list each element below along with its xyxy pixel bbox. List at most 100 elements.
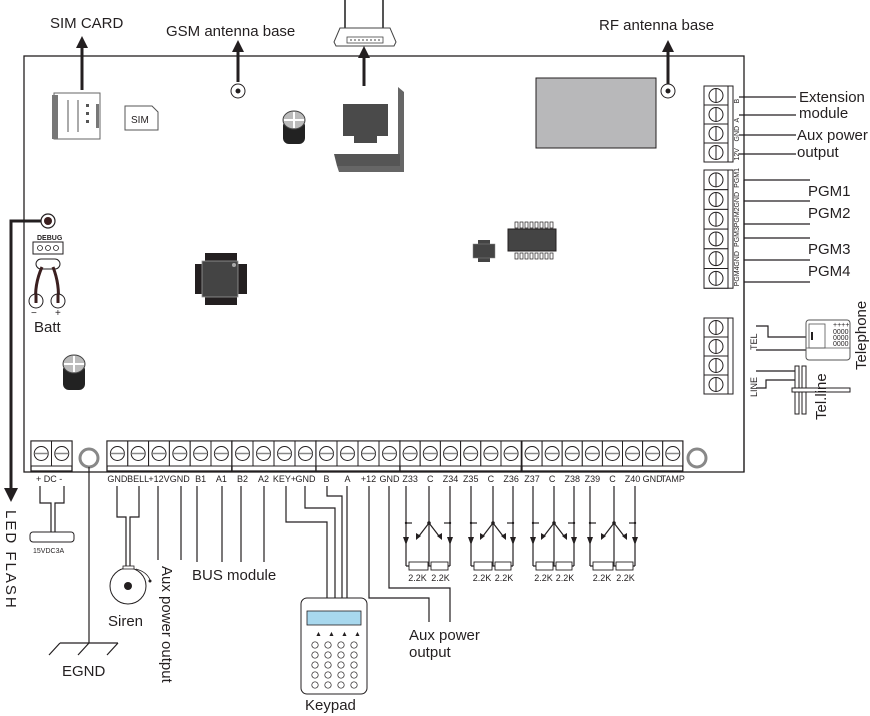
tel-line-icon [791, 365, 851, 415]
capacitor-icon [62, 354, 86, 390]
resistor-label: 2.2K [593, 573, 612, 583]
router-arrow-head [358, 46, 370, 58]
led-flash-wire [9, 219, 41, 490]
terminal-label: B [323, 474, 329, 484]
terminal-label: A [734, 118, 741, 123]
terminal-label: Z33 [402, 474, 418, 484]
svg-text:▲: ▲ [341, 631, 348, 638]
resistor-label: 2.2K [495, 573, 514, 583]
batt-plus-label: + [55, 308, 61, 319]
terminal-label: PGM4 [734, 266, 741, 286]
resistor-icon [430, 561, 449, 571]
svg-text:0000: 0000 [833, 341, 849, 348]
terminal-label: Z36 [503, 474, 519, 484]
terminal-label: A [344, 474, 350, 484]
terminal-label: Z34 [443, 474, 459, 484]
led-flash-arrow-head [4, 488, 18, 502]
router-icon [333, 0, 397, 47]
telephone-icon: ++++ 0000 0000 0000 [805, 319, 851, 361]
terminal-label: BELL [127, 474, 149, 484]
svg-text:++++: ++++ [833, 322, 849, 329]
terminal-label: GND [734, 251, 741, 267]
resistor-icon [535, 561, 554, 571]
led-flash-label: LED FLASH [2, 510, 19, 610]
power-supply-icon [29, 531, 75, 543]
terminal-label: PGM2 [734, 207, 741, 227]
terminal-label: B2 [237, 474, 248, 484]
terminal-label: 12V [734, 148, 741, 161]
terminal-label: +12V [148, 474, 169, 484]
terminal-label: C [609, 474, 616, 484]
pgm2-label: PGM2 [808, 205, 851, 222]
svg-text:▲: ▲ [354, 631, 361, 638]
resistor-icon [473, 561, 493, 571]
capacitor-icon [282, 110, 306, 144]
terminal-label: +12 [361, 474, 376, 484]
terminal-label: GND [734, 126, 741, 142]
telephone-label: Telephone [853, 301, 870, 370]
svg-text:▲: ▲ [315, 631, 322, 638]
aux-power-vertical-label: Aux power output [158, 566, 175, 684]
rf-arrow-head [662, 40, 674, 52]
terminal-label: Z35 [463, 474, 479, 484]
ic-chip-icon [507, 221, 557, 260]
resistor-label: 2.2K [534, 573, 553, 583]
resistor-icon [408, 561, 429, 571]
resistor-label: 2.2K [616, 573, 635, 583]
resistor-icon [592, 561, 614, 571]
terminal-label: C [427, 474, 434, 484]
terminal-label: GND [643, 474, 664, 484]
terminal-label: GND [296, 474, 317, 484]
keypad-icon: ▲ ▲ ▲ ▲ [300, 597, 368, 695]
terminal-label: A1 [216, 474, 227, 484]
terminal-label: GND [107, 474, 128, 484]
battery-connector-icon [28, 258, 66, 309]
terminal-label: TAMP [661, 474, 685, 484]
sim-card-arrow-head [76, 36, 88, 48]
terminal-label: B [734, 99, 741, 104]
keypad-label: Keypad [305, 697, 356, 714]
terminal-label: GND [170, 474, 191, 484]
dc-label: + DC - [36, 474, 62, 484]
tel-terminal-label: TEL [749, 333, 759, 350]
terminal-label: Z37 [524, 474, 540, 484]
gsm-arrow-head [232, 40, 244, 52]
terminal-label: A2 [258, 474, 269, 484]
small-chip-icon [472, 240, 496, 262]
terminal-label: PGM3 [734, 227, 741, 247]
mounting-hole-icon [78, 447, 100, 469]
bus-module-label: BUS module [192, 567, 276, 584]
terminal-label: KEY+ [273, 474, 296, 484]
terminal-label: Z38 [564, 474, 580, 484]
resistor-label: 2.2K [431, 573, 450, 583]
resistor-label: 2.2K [473, 573, 492, 583]
pgm1-label: PGM1 [808, 183, 851, 200]
svg-text:SIM: SIM [131, 115, 149, 126]
extension-module-label-2: module [799, 105, 848, 122]
terminal-label: B1 [195, 474, 206, 484]
pgm3-label: PGM3 [808, 241, 851, 258]
aux-power-right-label-2: output [797, 144, 840, 161]
rf-module-icon [535, 77, 657, 149]
resistor-label: 2.2K [556, 573, 575, 583]
aux-power-bottom-label-2: output [409, 644, 452, 661]
svg-text:▲: ▲ [328, 631, 335, 638]
right-terminal-block-ext: B A GND 12V [703, 85, 741, 163]
svg-text:0000: 0000 [833, 335, 849, 342]
egnd-label: EGND [62, 663, 106, 680]
svg-text:0000: 0000 [833, 329, 849, 336]
terminal-label: GND [734, 192, 741, 208]
resistor-icon [615, 561, 634, 571]
resistor-label: 2.2K [408, 573, 427, 583]
ethernet-port-icon [334, 87, 404, 172]
terminal-label: GND [380, 474, 401, 484]
terminal-label: Z39 [585, 474, 601, 484]
sim-card-label: SIM CARD [50, 15, 124, 32]
terminal-label: PGM1 [734, 168, 741, 188]
pgm4-label: PGM4 [808, 263, 851, 280]
resistor-icon [555, 561, 573, 571]
siren-label: Siren [108, 613, 143, 630]
aux-power-right-label-1: Aux power [797, 127, 868, 144]
